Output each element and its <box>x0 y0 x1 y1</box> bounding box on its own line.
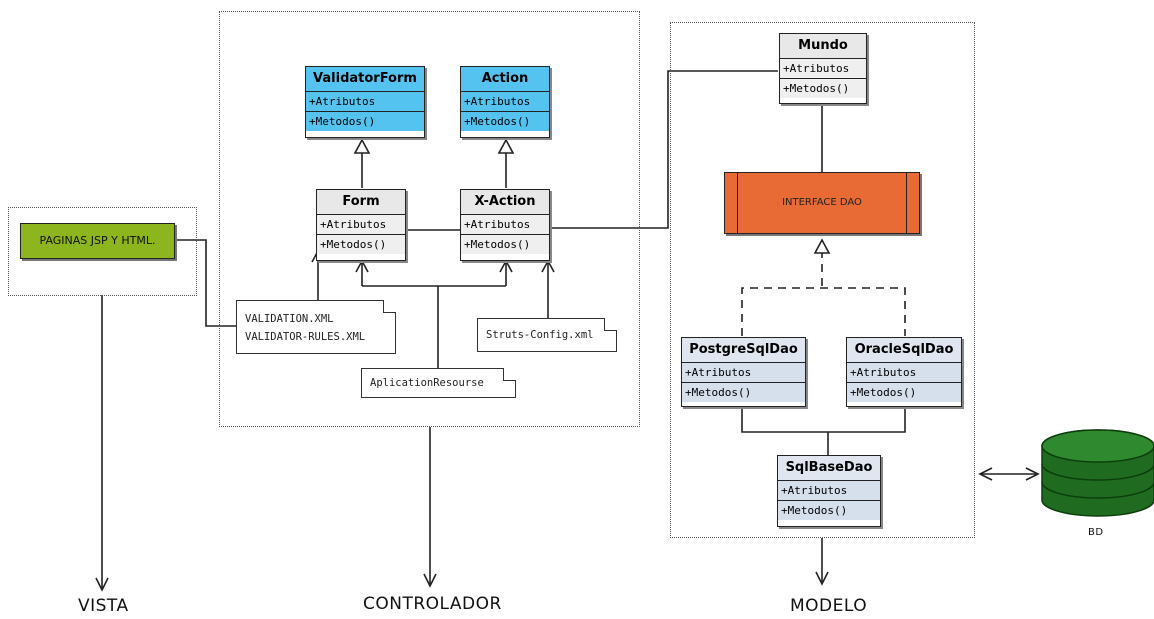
class-x-action-name: X-Action <box>461 190 549 215</box>
vista-label: VISTA <box>78 596 129 616</box>
class-oracle-name: OracleSqlDao <box>847 338 961 363</box>
class-mundo-name: Mundo <box>780 34 866 59</box>
class-sqlbase-methods: +Metodos() <box>778 501 880 520</box>
note-struts-config: Struts-Config.xml <box>477 318 617 352</box>
jsp-pages-box: PAGINAS JSP Y HTML. <box>20 223 175 259</box>
class-action-name: Action <box>461 67 549 92</box>
class-validatorform-attrs: +Atributos <box>306 92 424 112</box>
vista-frame <box>8 207 197 296</box>
class-form-attrs: +Atributos <box>317 215 405 235</box>
note-aplication-resource: AplicationResourse <box>361 368 516 398</box>
note-validation-line1: VALIDATION.XML <box>245 313 334 325</box>
class-validatorform: ValidatorForm +Atributos +Metodos() <box>305 66 425 138</box>
database-icon <box>1041 429 1154 517</box>
note-resource-text: AplicationResourse <box>370 377 484 389</box>
modelo-label: MODELO <box>790 596 868 616</box>
class-mundo-methods: +Metodos() <box>780 79 866 98</box>
class-postgre-attrs: +Atributos <box>682 363 805 383</box>
class-postgresqldao: PostgreSqlDao +Atributos +Metodos() <box>681 337 806 407</box>
class-validatorform-name: ValidatorForm <box>306 67 424 92</box>
database-label: BD <box>1088 527 1104 538</box>
class-action: Action +Atributos +Metodos() <box>460 66 550 138</box>
note-struts-text: Struts-Config.xml <box>486 329 594 341</box>
class-oraclesqldao: OracleSqlDao +Atributos +Metodos() <box>846 337 962 407</box>
class-validatorform-methods: +Metodos() <box>306 112 424 131</box>
note-validation-xml: VALIDATION.XML VALIDATOR-RULES.XML <box>236 300 396 354</box>
controlador-frame <box>219 11 640 427</box>
class-x-action-methods: +Metodos() <box>461 235 549 254</box>
class-sqlbasedao: SqlBaseDao +Atributos +Metodos() <box>777 455 881 527</box>
class-sqlbase-name: SqlBaseDao <box>778 456 880 481</box>
class-x-action: X-Action +Atributos +Metodos() <box>460 189 550 261</box>
class-oracle-attrs: +Atributos <box>847 363 961 383</box>
note-validation-line2: VALIDATOR-RULES.XML <box>245 331 366 343</box>
class-sqlbase-attrs: +Atributos <box>778 481 880 501</box>
class-postgre-name: PostgreSqlDao <box>682 338 805 363</box>
modelo-frame <box>670 22 975 538</box>
class-form-methods: +Metodos() <box>317 235 405 254</box>
class-postgre-methods: +Metodos() <box>682 383 805 402</box>
class-form: Form +Atributos +Metodos() <box>316 189 406 261</box>
class-oracle-methods: +Metodos() <box>847 383 961 402</box>
class-form-name: Form <box>317 190 405 215</box>
class-x-action-attrs: +Atributos <box>461 215 549 235</box>
class-action-methods: +Metodos() <box>461 112 549 131</box>
controlador-label: CONTROLADOR <box>363 594 502 614</box>
class-action-attrs: +Atributos <box>461 92 549 112</box>
interface-dao-label: INTERFACE DAO <box>782 197 862 208</box>
class-mundo: Mundo +Atributos +Metodos() <box>779 33 867 104</box>
interface-dao-box: INTERFACE DAO <box>724 172 920 234</box>
class-mundo-attrs: +Atributos <box>780 59 866 79</box>
jsp-pages-label: PAGINAS JSP Y HTML. <box>39 234 156 247</box>
